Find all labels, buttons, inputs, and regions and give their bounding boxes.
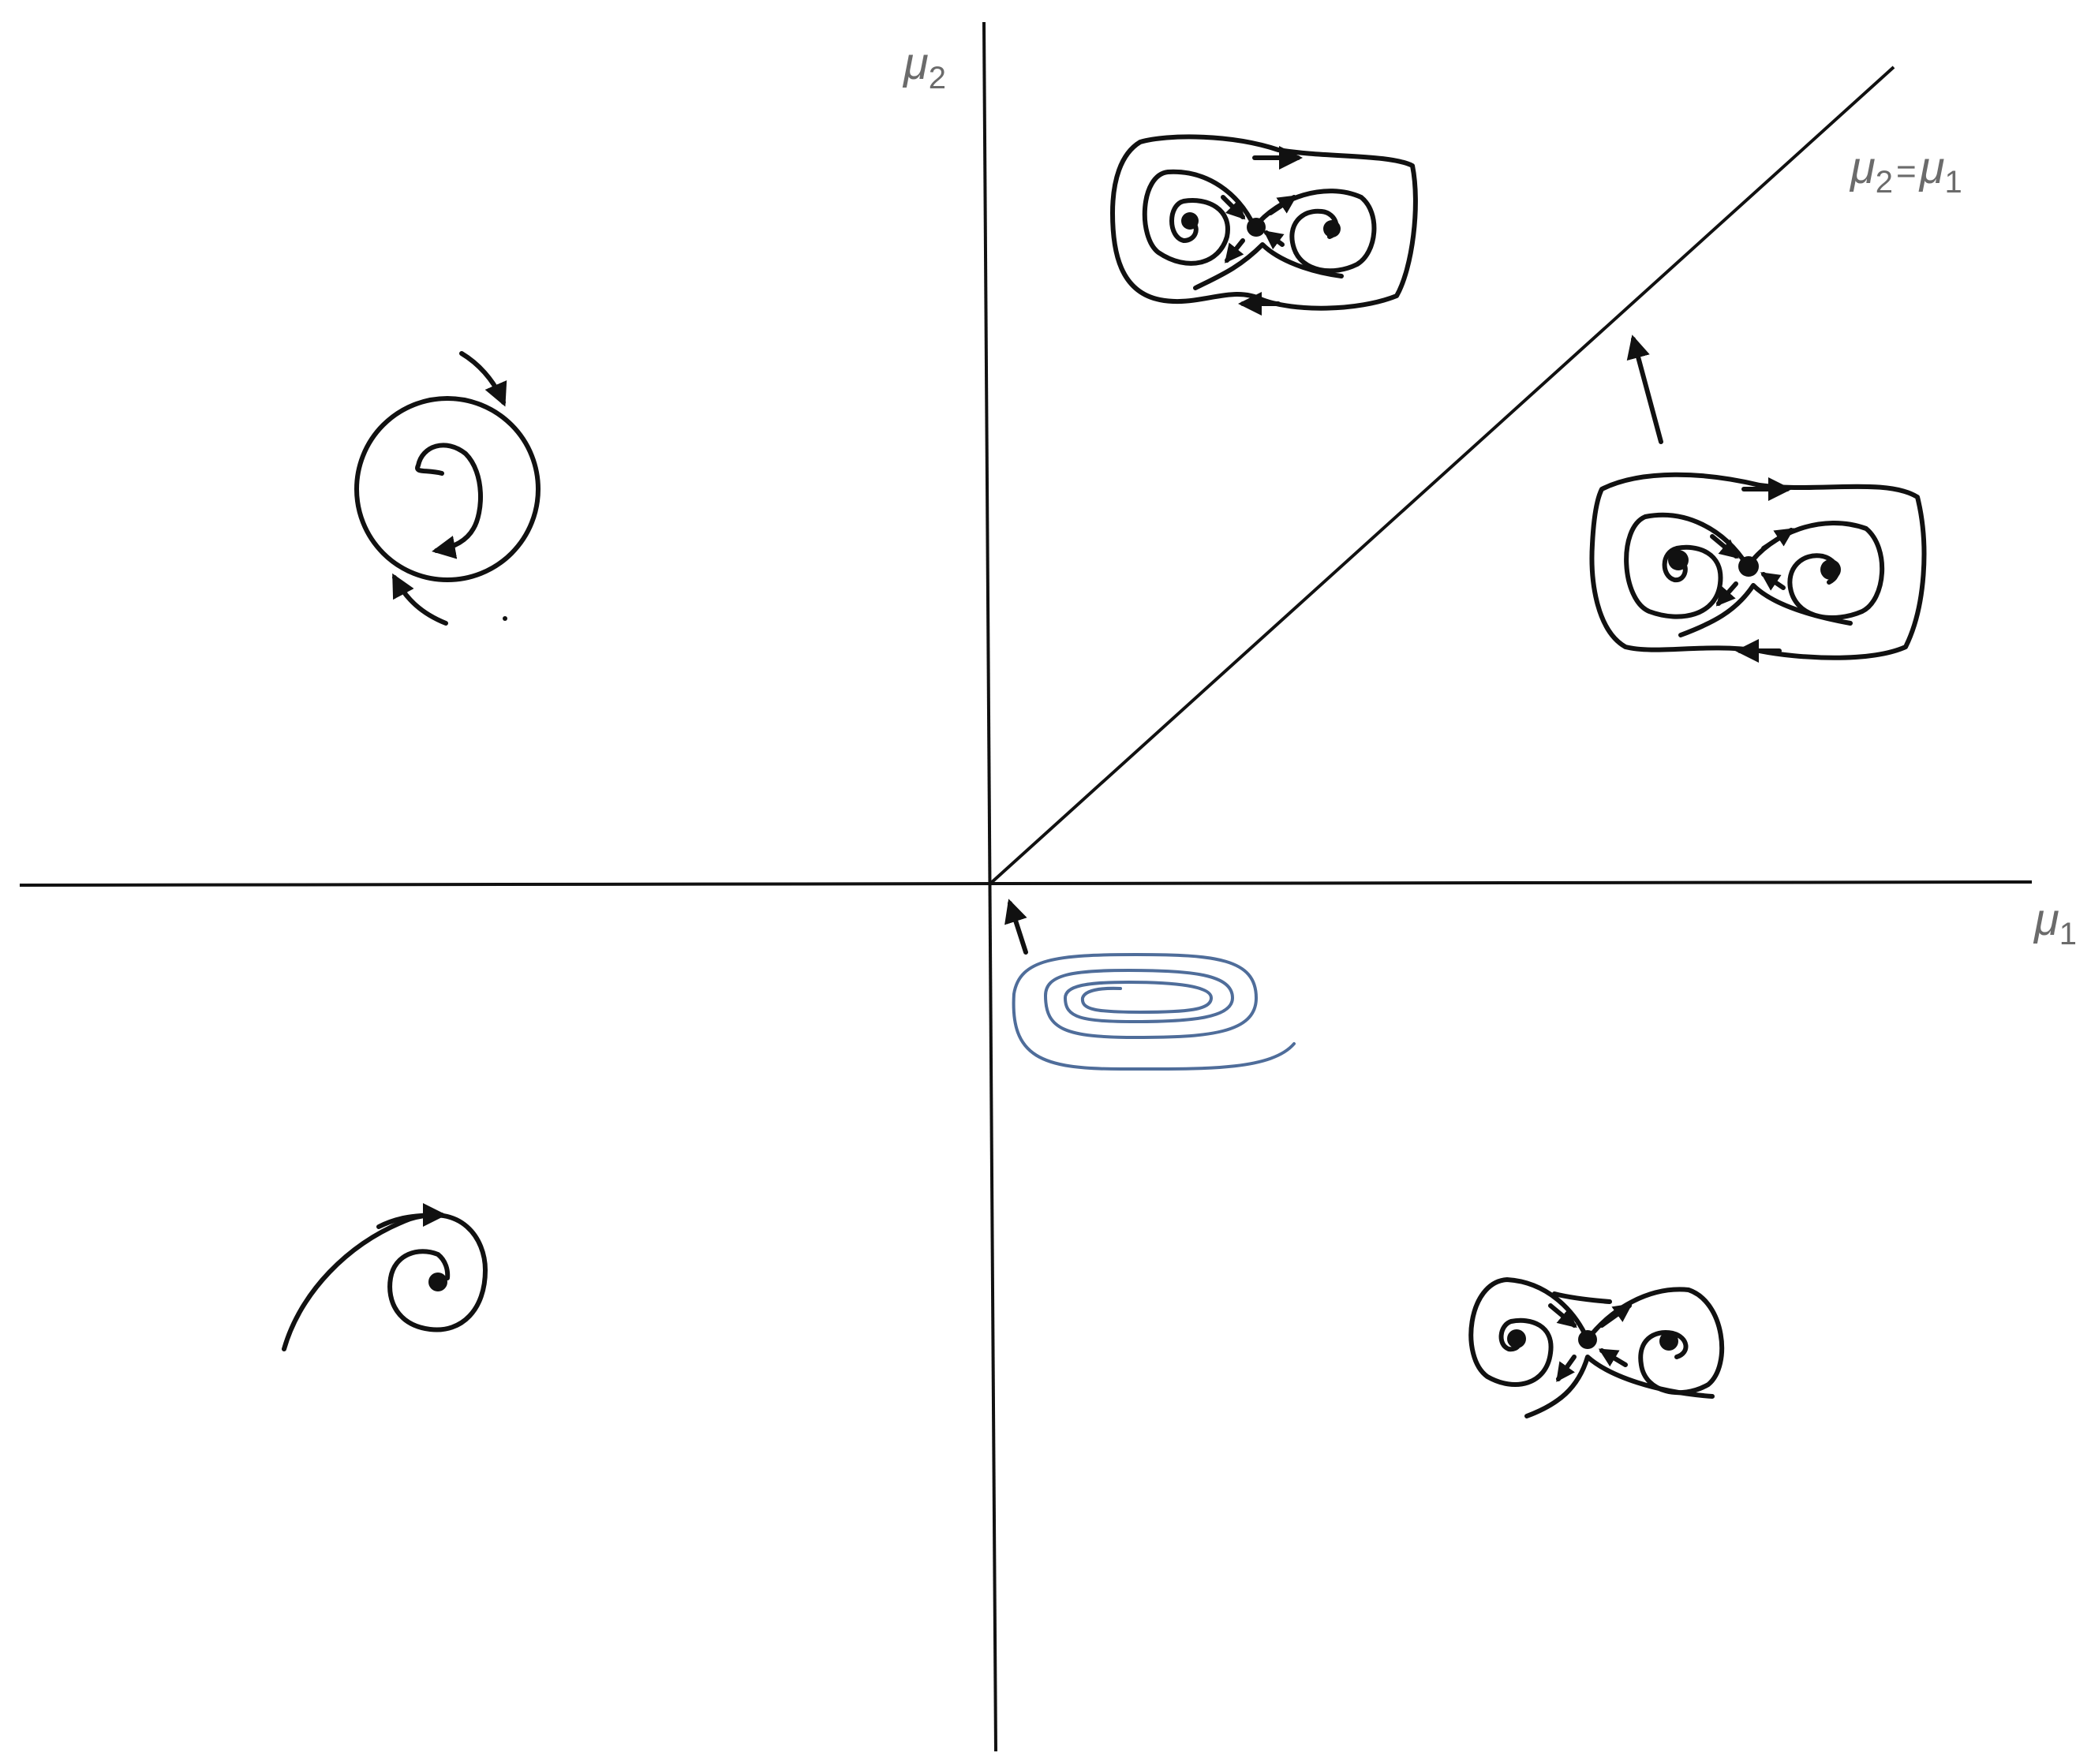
inner-spiral — [415, 443, 483, 559]
right-lobe — [1585, 1287, 1725, 1396]
left-focus — [1181, 212, 1199, 230]
saddle-arrow-in-2 — [1598, 1348, 1628, 1367]
left-lobe-upper-trajectory — [1552, 1291, 1612, 1304]
diagonal-line — [989, 65, 1895, 885]
diagonal-line-label: μ2=μ1 — [1849, 142, 1962, 200]
saddle-arrow-in-1 — [1710, 534, 1739, 559]
homoclinic-portrait-right — [1589, 472, 1927, 663]
left-lobe — [1468, 1277, 1590, 1387]
mu2-axis — [982, 21, 997, 1752]
axes — [19, 21, 2033, 1752]
outer-cycle — [1589, 472, 1927, 660]
homoclinic-portrait-upper — [1110, 134, 1418, 316]
saddle-arrow-in-1 — [1221, 195, 1246, 220]
blue-spiral-orbit — [1012, 953, 1296, 1071]
saddle-arrow-out-2 — [1556, 1355, 1577, 1382]
saddle-arrow-in-2 — [1263, 230, 1285, 250]
origin-arrow — [1004, 899, 1028, 955]
spiral-trajectory — [282, 1213, 488, 1351]
mu2-axis-label: μ2 — [902, 38, 946, 95]
saddle-arrow-out-2 — [1715, 581, 1738, 607]
spiral-arrowhead — [376, 1203, 447, 1229]
saddle-arrow-out-2 — [1225, 238, 1245, 263]
right-spiral — [1252, 189, 1377, 274]
stable-spiral-portrait — [282, 1203, 488, 1351]
saddle-arrow-out-1 — [1761, 528, 1795, 551]
saddle-arrow-in-2 — [1760, 572, 1786, 591]
saddle-point — [1578, 1330, 1597, 1349]
stray-dot — [503, 616, 507, 621]
spiral-equilibrium — [428, 1273, 447, 1291]
saddle-arrow-out-1 — [1599, 1303, 1633, 1328]
homoclinic-portrait-lower — [1468, 1277, 1725, 1418]
left-spiral — [1624, 512, 1750, 619]
saddle-point — [1247, 218, 1266, 237]
outer-trajectory-top — [459, 351, 507, 407]
left-focus — [1507, 1329, 1526, 1348]
limit-cycle-portrait — [354, 351, 541, 626]
right-focus — [1820, 559, 1841, 580]
highlight-orbit — [1012, 953, 1296, 1071]
separatrix-lower — [1193, 242, 1344, 290]
separatrix-lower — [1678, 583, 1853, 637]
right-spiral — [1745, 521, 1884, 620]
saddle-arrow-in-1 — [1548, 1303, 1577, 1329]
saddle-arrow-out-1 — [1268, 195, 1297, 215]
separatrix-lower — [1524, 1355, 1715, 1418]
limit-cycle — [354, 396, 541, 582]
right-focus — [1323, 220, 1341, 237]
mu1-axis — [19, 880, 2033, 887]
mu1-axis-label: μ1 — [2033, 894, 2077, 951]
left-focus — [1668, 550, 1689, 570]
saddle-point — [1738, 556, 1759, 577]
diagonal-arrow — [1626, 334, 1663, 444]
right-focus — [1659, 1332, 1678, 1351]
left-spiral — [1142, 169, 1257, 266]
outer-trajectory-bottom — [392, 573, 448, 626]
